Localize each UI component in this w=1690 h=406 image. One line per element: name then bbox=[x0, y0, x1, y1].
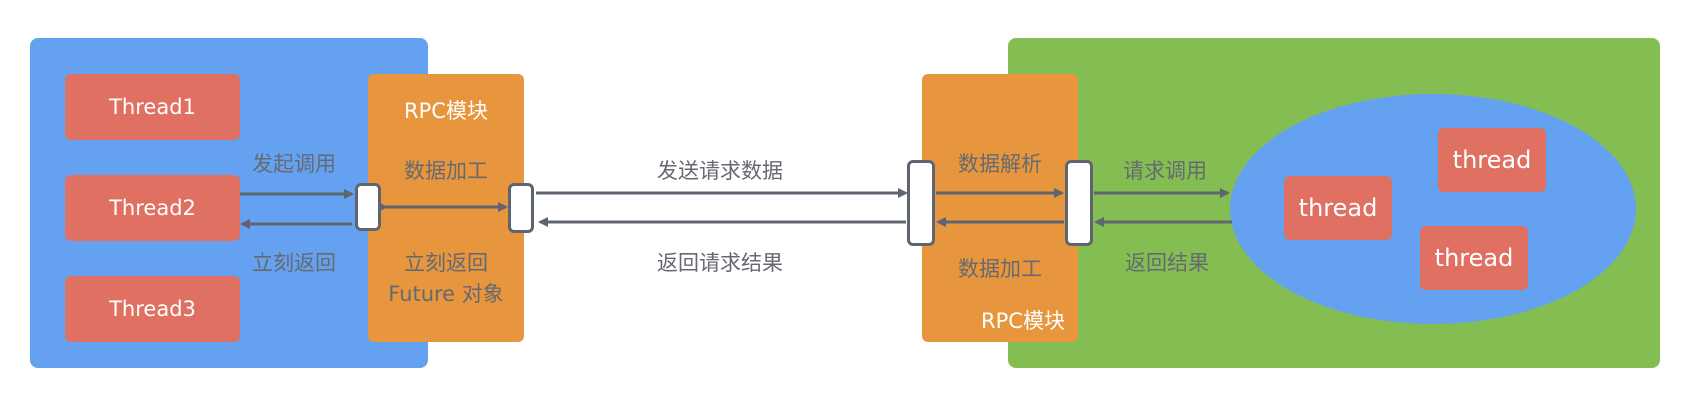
pool-thread-3: thread bbox=[1420, 226, 1528, 290]
connector-client-left bbox=[355, 183, 381, 231]
pool-thread-1-label: thread bbox=[1298, 194, 1378, 222]
client-rpc-return-line1: 立刻返回 bbox=[404, 251, 488, 275]
server-rpc-parse-label: 数据解析 bbox=[958, 152, 1042, 176]
client-thread-2: Thread2 bbox=[65, 175, 240, 241]
connector-server-left bbox=[907, 160, 935, 246]
client-call-label: 发起调用 bbox=[252, 152, 336, 176]
server-call-label: 请求调用 bbox=[1123, 159, 1207, 183]
client-rpc-return-line2: Future 对象 bbox=[388, 282, 504, 306]
client-thread-1: Thread1 bbox=[65, 74, 240, 140]
client-thread-3-label: Thread3 bbox=[109, 297, 196, 321]
client-rpc-title: RPC模块 bbox=[404, 99, 488, 123]
client-thread-2-label: Thread2 bbox=[109, 196, 196, 220]
pool-thread-3-label: thread bbox=[1434, 244, 1514, 272]
server-rpc-module bbox=[922, 74, 1078, 342]
server-rpc-process-label: 数据加工 bbox=[958, 257, 1042, 281]
return-result-label: 返回请求结果 bbox=[657, 251, 783, 275]
client-return-label: 立刻返回 bbox=[252, 251, 336, 275]
pool-thread-2: thread bbox=[1438, 128, 1546, 192]
pool-thread-2-label: thread bbox=[1452, 146, 1532, 174]
client-rpc-process-label: 数据加工 bbox=[404, 159, 488, 183]
pool-thread-1: thread bbox=[1284, 176, 1392, 240]
client-thread-1-label: Thread1 bbox=[109, 95, 196, 119]
connector-server-right bbox=[1065, 160, 1093, 246]
connector-client-right bbox=[508, 183, 534, 233]
send-request-label: 发送请求数据 bbox=[657, 159, 783, 183]
server-rpc-title: RPC模块 bbox=[981, 309, 1065, 333]
server-result-label: 返回结果 bbox=[1125, 251, 1209, 275]
client-thread-3: Thread3 bbox=[65, 276, 240, 342]
